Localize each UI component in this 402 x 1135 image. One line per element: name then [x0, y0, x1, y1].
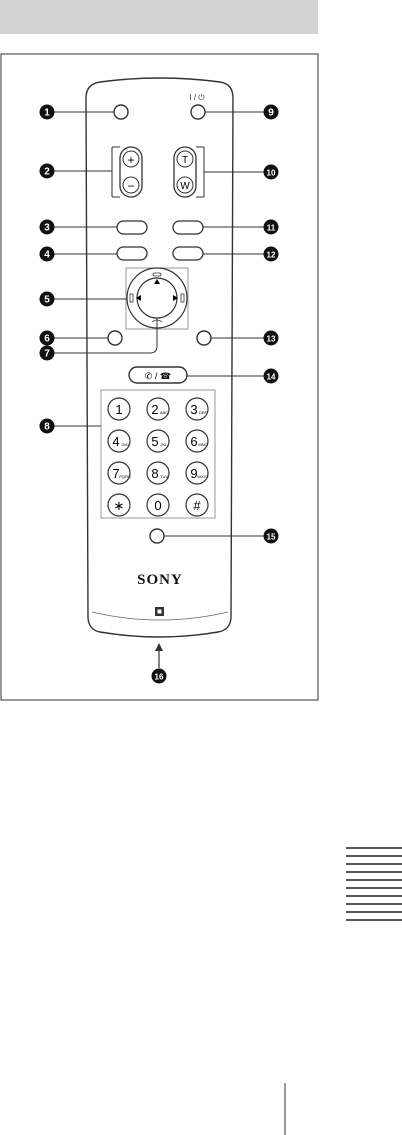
- callout-11-label: 11: [267, 224, 276, 233]
- power-label: I / ⏻: [189, 93, 205, 102]
- callout-6-label: 6: [44, 334, 50, 345]
- callout-1-label: 1: [44, 108, 50, 119]
- brand-logo: SONY: [137, 572, 183, 588]
- zoom-wide-label: W: [180, 181, 190, 192]
- volume-minus-label: −: [127, 179, 134, 193]
- key-letters-label: MNO: [198, 442, 207, 447]
- callout-7-label: 7: [44, 349, 50, 360]
- callout-4-label: 4: [44, 250, 50, 261]
- callout-3-label: 3: [44, 223, 50, 234]
- callout-8-label: 8: [44, 422, 50, 433]
- button-12[interactable]: [173, 247, 203, 260]
- button-11[interactable]: [173, 221, 203, 234]
- key-digit-label: ∗: [114, 498, 125, 513]
- button-15[interactable]: [150, 529, 164, 543]
- ir-arrow-head-icon: [155, 643, 163, 651]
- button-3[interactable]: [117, 221, 147, 234]
- callout-14-label: 14: [267, 373, 276, 382]
- callout-16-label: 16: [155, 673, 164, 682]
- key-digit-label: 4: [112, 434, 119, 449]
- side-tab: [346, 848, 402, 920]
- key-letters-label: PQRS: [119, 474, 131, 479]
- key-letters-label: GHI: [121, 442, 128, 447]
- key-digit-label: 1: [115, 402, 122, 417]
- key-digit-label: 3: [190, 402, 197, 417]
- key-digit-label: 8: [151, 466, 158, 481]
- header-band: [0, 0, 318, 34]
- key-digit-label: 5: [151, 434, 158, 449]
- callout-2-label: 2: [44, 167, 50, 178]
- callout-12-label: 12: [267, 251, 276, 260]
- callout-9-label: 9: [268, 108, 274, 119]
- key-digit-label: 6: [190, 434, 197, 449]
- button-6[interactable]: [108, 331, 122, 345]
- key-letters-label: DEF: [199, 410, 208, 415]
- callout-5-label: 5: [44, 295, 50, 306]
- key-digit-label: #: [193, 498, 201, 513]
- button-13[interactable]: [197, 331, 211, 345]
- power-button[interactable]: [191, 105, 205, 119]
- key-digit-label: 2: [151, 402, 158, 417]
- callout-15-label: 15: [267, 533, 276, 542]
- key-letters-label: JKL: [161, 442, 169, 447]
- key-letters-label: TUV: [160, 474, 168, 479]
- button-1[interactable]: [114, 105, 128, 119]
- button-4[interactable]: [117, 247, 147, 260]
- callout-10-label: 10: [267, 169, 276, 178]
- key-digit-label: 0: [154, 498, 161, 513]
- zoom-tele-label: T: [182, 155, 188, 166]
- key-letters-label: WXYZ: [197, 474, 209, 479]
- key-letters-label: ABC: [160, 410, 168, 415]
- infrared-badge-inner: [158, 610, 162, 614]
- callout-13-label: 13: [267, 335, 276, 344]
- remote-body: [86, 78, 233, 637]
- volume-plus-label: +: [127, 153, 134, 167]
- phone-label: ✆ / ☎: [145, 371, 171, 381]
